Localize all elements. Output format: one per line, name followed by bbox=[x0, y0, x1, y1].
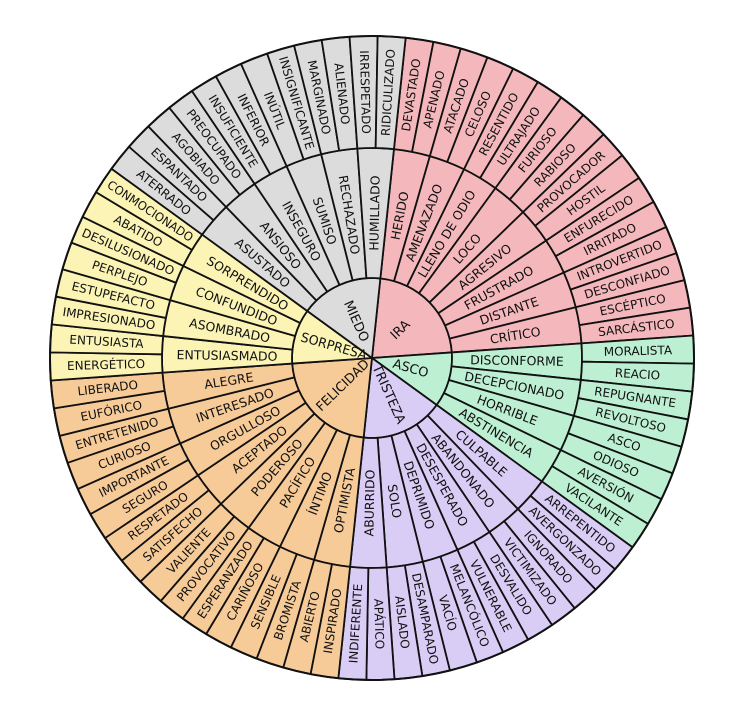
outer-rim bbox=[49, 35, 695, 681]
tertiary-label-energetico: ENERGÉTICO bbox=[67, 356, 145, 373]
tertiary-label-liberado: LIBERADO bbox=[77, 378, 139, 399]
tertiary-label-indiferente: INDIFERENTE bbox=[346, 583, 365, 663]
tertiary-label-aislado: AISLADO bbox=[392, 595, 412, 649]
tertiary-label-apatico: APÁTICO bbox=[371, 598, 387, 649]
tertiary-label-irrespetado: IRRESPETADO bbox=[357, 50, 373, 134]
secondary-label-aburrido: ABURRIDO bbox=[361, 469, 377, 536]
wheel-segments bbox=[49, 35, 695, 681]
tertiary-label-moralista: MORALISTA bbox=[604, 343, 673, 359]
tertiary-label-entusiasta: ENTUSIASTA bbox=[69, 333, 145, 352]
tertiary-label-alienado: ALIENADO bbox=[331, 62, 352, 125]
tertiary-label-reacio: REACIO bbox=[614, 366, 660, 383]
secondary-label-humillado: HUMILLADO bbox=[366, 175, 382, 251]
secondary-label-entusiasmado: ENTUSIASMADO bbox=[176, 347, 277, 364]
tertiary-label-ridiculizado: RIDICULIZADO bbox=[379, 49, 398, 137]
secondary-label-solo: SOLO bbox=[385, 483, 405, 519]
secondary-label-disconforme: DISCONFORME bbox=[470, 352, 564, 369]
